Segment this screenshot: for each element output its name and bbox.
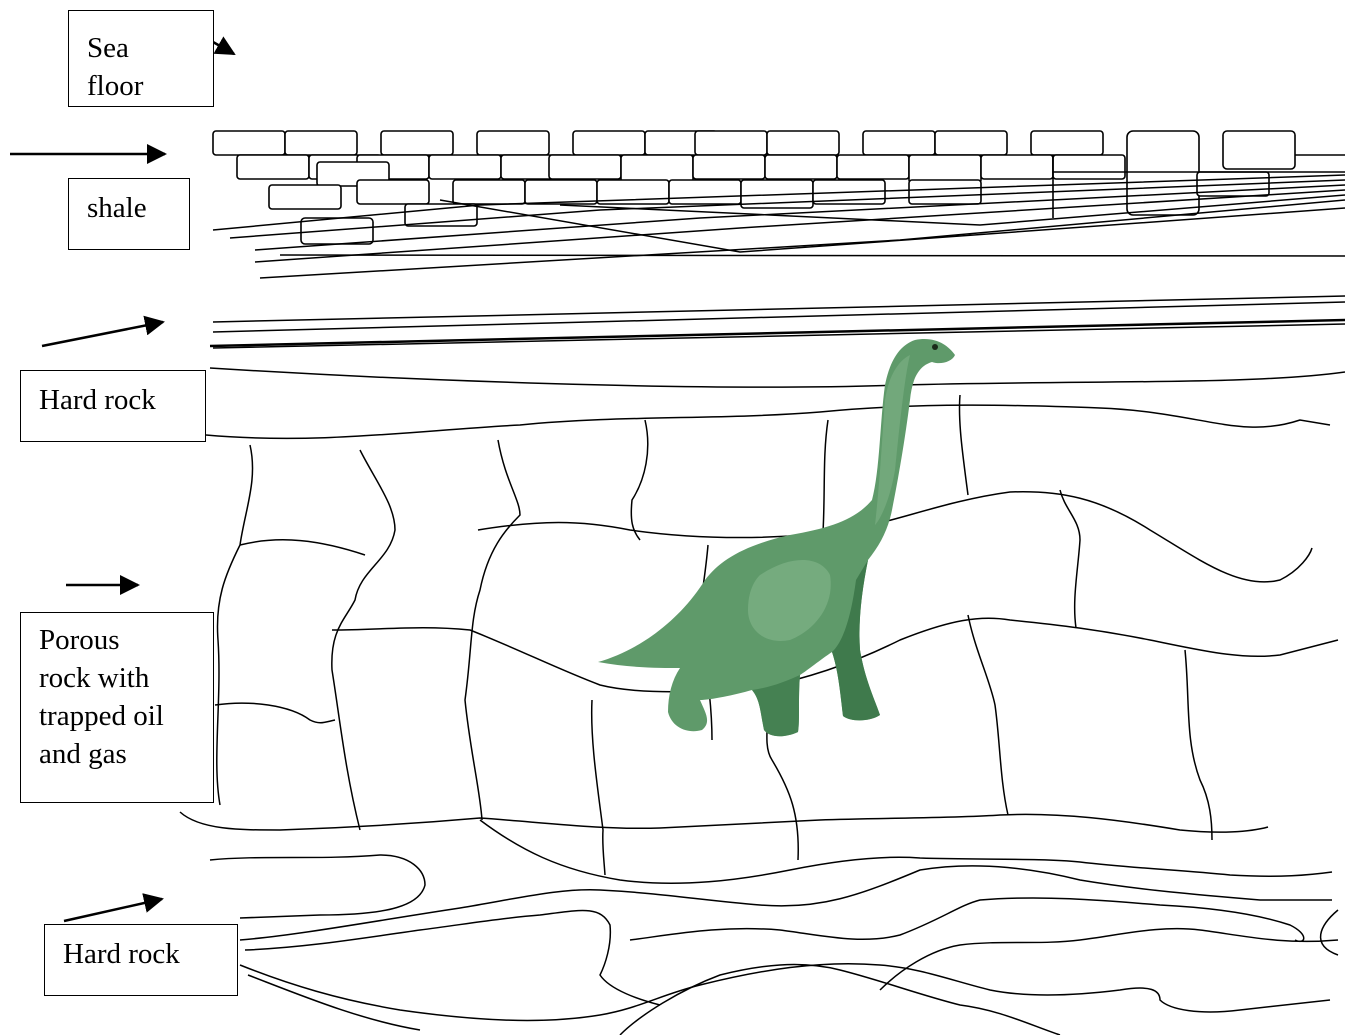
porous-rock-label: Porous rock with trapped oil and gas	[20, 612, 214, 803]
arrow-icon	[42, 322, 163, 346]
hard-rock-lower-layer	[180, 812, 1338, 1035]
arrow-icon	[213, 42, 234, 54]
sea-floor-label: Sea floor	[68, 10, 214, 107]
hard-rock-upper-label: Hard rock	[20, 370, 206, 442]
hard-rock-upper-layer	[206, 368, 1345, 438]
shale-label: shale	[68, 178, 190, 250]
dinosaur-icon	[598, 339, 955, 736]
arrow-icon	[64, 899, 162, 921]
hard-rock-lower-label: Hard rock	[44, 924, 238, 996]
